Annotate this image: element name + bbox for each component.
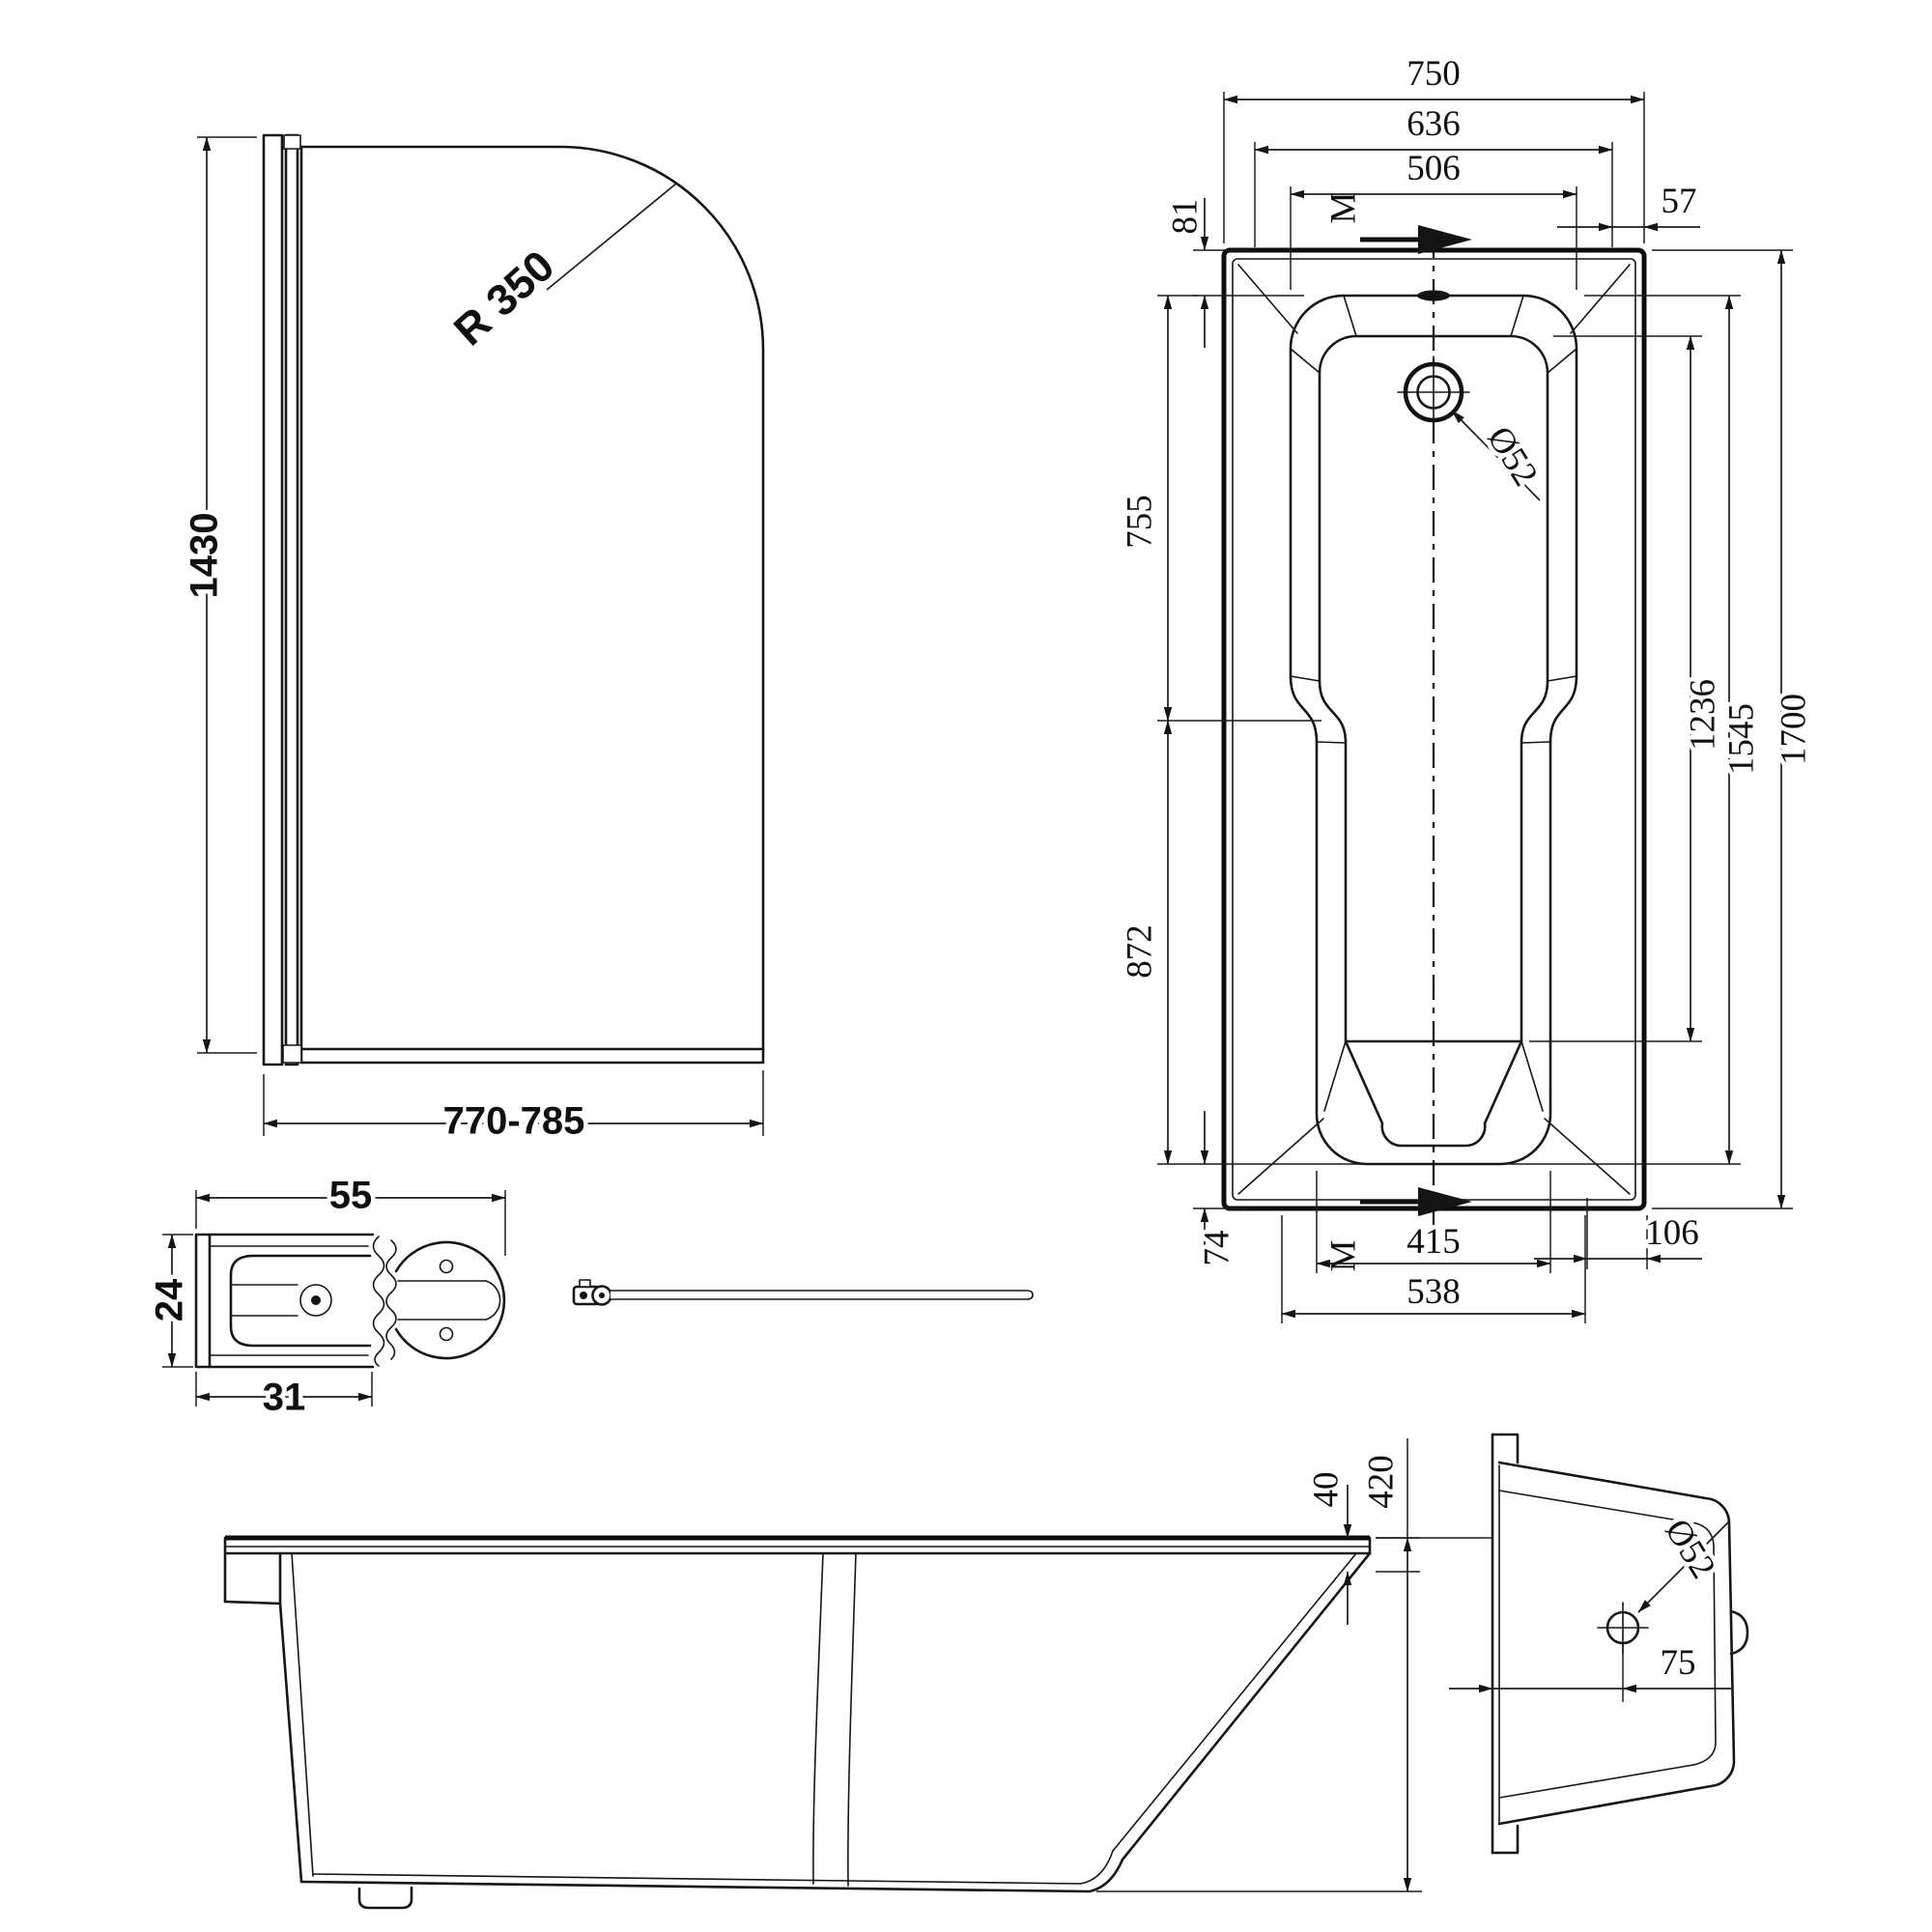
dim-foot-outer-width: 538: [1281, 1215, 1586, 1323]
overflow-hole: [1417, 290, 1450, 301]
profile-wall-plate: [194, 1233, 212, 1369]
screen-hinge-channel: [284, 133, 299, 1066]
side-bottom: [299, 1880, 1092, 1893]
dim-profile-height: 24: [144, 1234, 195, 1368]
floor-length-label: 1236: [1683, 679, 1722, 751]
dim-profile-width: 55: [195, 1170, 506, 1256]
dim-rim-offset-right: 57: [1557, 178, 1701, 232]
dim-rim-offset-foot: 106: [1534, 1198, 1703, 1269]
overall-width-label: 750: [1406, 54, 1461, 94]
profile-channel: [229, 1254, 372, 1348]
bottom-bracket: [282, 1044, 302, 1064]
inner-width-label: 636: [1406, 104, 1461, 144]
bath-side-view: 40 420: [223, 1438, 1492, 1910]
side-right-slope: [1121, 1551, 1372, 1861]
dim-overall-height: 420: [1096, 1438, 1492, 1892]
dim-upper-length: 755: [1116, 295, 1321, 722]
overall-height-label: 420: [1361, 1455, 1401, 1509]
rim-height-label: 40: [1306, 1472, 1346, 1508]
screen-width-label: 770-785: [443, 1100, 585, 1143]
dim-screen-height: 1430: [179, 136, 257, 1054]
dim-overall-width: 750: [1223, 50, 1645, 243]
basin-length-label: 1545: [1721, 703, 1761, 775]
bath-plan-view: Ø52 M M 750 636 506: [1116, 50, 1818, 1323]
glass-panel: [299, 145, 765, 1065]
screen-top-cap: [283, 134, 301, 150]
dim-foot-width: 415: [1316, 1171, 1551, 1273]
dim-drain-offset: 75: [1449, 1639, 1731, 1702]
bath-end-view: Ø52 75: [1449, 1433, 1749, 1855]
dim-basin-length: 1545: [1509, 295, 1766, 1165]
drain-offset-label: 75: [1661, 1643, 1696, 1683]
end-overflow-boss: [1729, 1609, 1749, 1656]
upper-length-label2: 755: [1120, 495, 1159, 549]
rim-offset-bottom-label: 74: [1197, 1231, 1236, 1266]
side-waist-line-1: [812, 1552, 824, 1885]
overall-length-label: 1700: [1774, 694, 1813, 765]
section-arrow-top: M: [1320, 187, 1472, 254]
rim-offset-top-label: 81: [1165, 199, 1205, 235]
end-top-tab: [1491, 1433, 1520, 1464]
foot-width-label: 415: [1406, 1222, 1461, 1262]
foot-outer-width-label: 538: [1406, 1272, 1461, 1312]
profile-height-label: 24: [149, 1278, 191, 1321]
dim-floor-length: 1236: [1529, 335, 1727, 1042]
profile-clip: [299, 1284, 332, 1317]
end-bottom-tab: [1491, 1824, 1520, 1855]
end-outer-wall: [1497, 1461, 1736, 1826]
screen-height-label: 1430: [184, 513, 226, 599]
lower-length-label: 872: [1120, 924, 1159, 979]
screen-hinge-profile: [262, 133, 284, 1066]
dim-rim-offset-bottom: 74: [1193, 1111, 1246, 1270]
screen-profile-section: 55 24 31: [144, 1170, 506, 1423]
rim-offset-foot-label: 106: [1645, 1213, 1699, 1253]
profile-serration-left: [372, 1236, 385, 1367]
screen-front-view: R 350 1430 770-785: [179, 133, 765, 1147]
dim-basin-width: 506: [1290, 145, 1577, 290]
profile-knuckle: [394, 1240, 506, 1360]
side-waist-line-2: [847, 1552, 857, 1887]
dim-overall-length: 1700: [1652, 249, 1818, 1209]
rod-bar: [610, 1290, 1034, 1300]
dim-rim-height: 40: [1302, 1467, 1420, 1625]
dim-lower-length: 872: [1116, 720, 1364, 1165]
dim-profile-bottom-width: 31: [195, 1372, 373, 1423]
section-label-bottom: M: [1323, 1240, 1363, 1272]
profile-width-label: 55: [329, 1175, 373, 1217]
basin-width-label: 506: [1406, 149, 1461, 188]
side-foot: [357, 1886, 413, 1910]
profile-serration-right: [385, 1239, 397, 1360]
rim-offset-right-label: 57: [1662, 182, 1697, 221]
dim-rim-offset-top: 81: [1161, 194, 1304, 348]
dim-screen-width: 770-785: [263, 1070, 764, 1147]
dim-inner-width: 636: [1254, 100, 1613, 247]
support-rod: [572, 1279, 1034, 1306]
profile-bottom-width-label: 31: [263, 1377, 306, 1419]
side-left-wall: [278, 1602, 303, 1884]
section-label-top: M: [1323, 192, 1363, 224]
